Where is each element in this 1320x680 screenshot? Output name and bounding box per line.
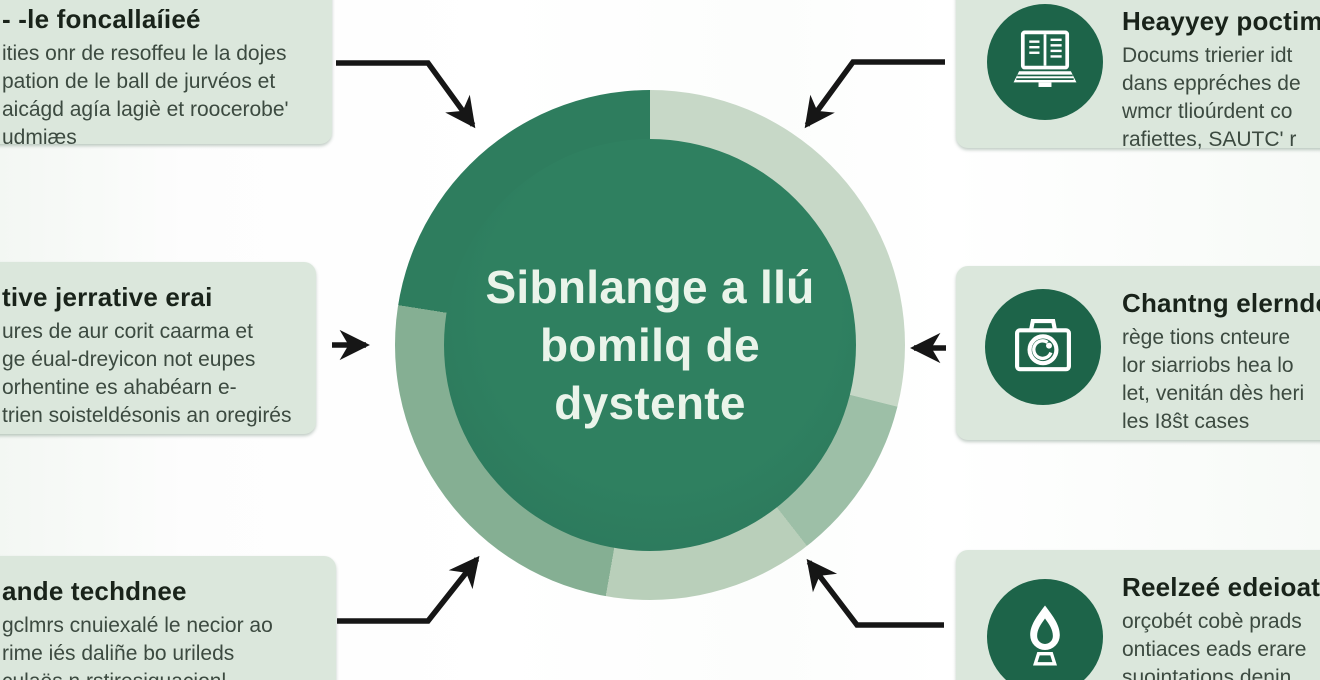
right-box-3-line: ontiaces eads erare [1122, 638, 1307, 661]
right-box-2-line: les I8ŝt cases [1122, 410, 1250, 433]
left-box-2-line: ures de aur corit caarma et [2, 320, 253, 343]
left-box-2-line: orhentine es ahabéarn e- [2, 376, 237, 399]
left-box-2: tive jerrative erai ures de aur corit ca… [0, 262, 316, 434]
right-box-3: Reelzeé edeioato orçobét cobè prads onti… [956, 550, 1320, 680]
arrow-top-left [336, 60, 476, 129]
arrow-bottom-left [337, 555, 480, 624]
left-box-3-line: culaës n rstiresiquacionl [2, 668, 336, 680]
right-box-2-title: Chantng elerndo [1122, 288, 1320, 318]
camera-icon [1015, 319, 1071, 372]
right-box-2: Chantng elerndo rège tions cnteure lor s… [956, 266, 1320, 440]
left-box-3-title: ande techdnee [2, 576, 187, 606]
left-box-1-line: aicágd agía lagiè et roocerobe' [2, 98, 289, 121]
center-ring: Sibnlange a llú bomilq de dystente [395, 90, 905, 600]
laptop-icon-circle [987, 4, 1103, 120]
center-circle: Sibnlange a llú bomilq de dystente [444, 139, 856, 551]
left-box-1-line: pation de le ball de jurvéos et [2, 70, 276, 93]
arrow-bottom-right [806, 558, 944, 628]
left-box-2-title: tive jerrative erai [2, 282, 213, 312]
right-box-2-line: let, venitán dès heri [1122, 382, 1305, 405]
left-box-1-line: udmiæs [2, 126, 77, 149]
right-box-1-line: dans eppréches de [1122, 72, 1301, 95]
left-box-2-line: trien soisteldésonis an oregirés [2, 404, 292, 427]
center-title-line: dystente [554, 377, 746, 429]
left-box-3: ande techdnee gclmrs cnuiexalé le necior… [0, 556, 336, 680]
right-box-2-line: rège tions cnteure [1122, 326, 1291, 349]
left-box-1-title: - -le foncallaíieé [2, 4, 201, 34]
right-box-1: Heayyey poctim Docums trierier idt dans … [956, 0, 1320, 151]
left-box-1: - -le foncallaíieé ities onr de resoffeu… [0, 0, 332, 149]
center-title-line: bomilq de [540, 319, 760, 371]
left-box-3-line: gclmrs cnuiexalé le necior ao [2, 614, 273, 637]
right-box-3-title: Reelzeé edeioato [1122, 572, 1320, 602]
flame-icon-circle [987, 579, 1103, 680]
left-box-2-line: ge éual-dreyicon not eupes [2, 348, 256, 371]
left-box-1-line: ities onr de resoffeu le la dojes [2, 42, 287, 65]
arrow-top-right [804, 59, 945, 129]
laptop-document-icon [1013, 30, 1077, 87]
center-title-line: Sibnlange a llú [485, 261, 815, 313]
right-box-1-title: Heayyey poctim [1122, 6, 1320, 36]
right-box-1-line: Docums trierier idt [1122, 44, 1293, 67]
flame-icon [1030, 605, 1060, 666]
right-box-1-line: wmcr tlioúrdent co [1122, 100, 1293, 123]
left-box-3-line: rime iés daliñe bo urileds [2, 642, 235, 665]
right-box-2-line: lor siarriobs hea lo [1122, 354, 1294, 377]
right-box-3-line: suointations denin [1122, 666, 1292, 680]
right-box-3-line: orçobét cobè prads [1122, 610, 1302, 633]
right-box-1-line: rafiettes, SAUTC' r [1122, 128, 1297, 151]
camera-icon-circle [985, 289, 1101, 405]
